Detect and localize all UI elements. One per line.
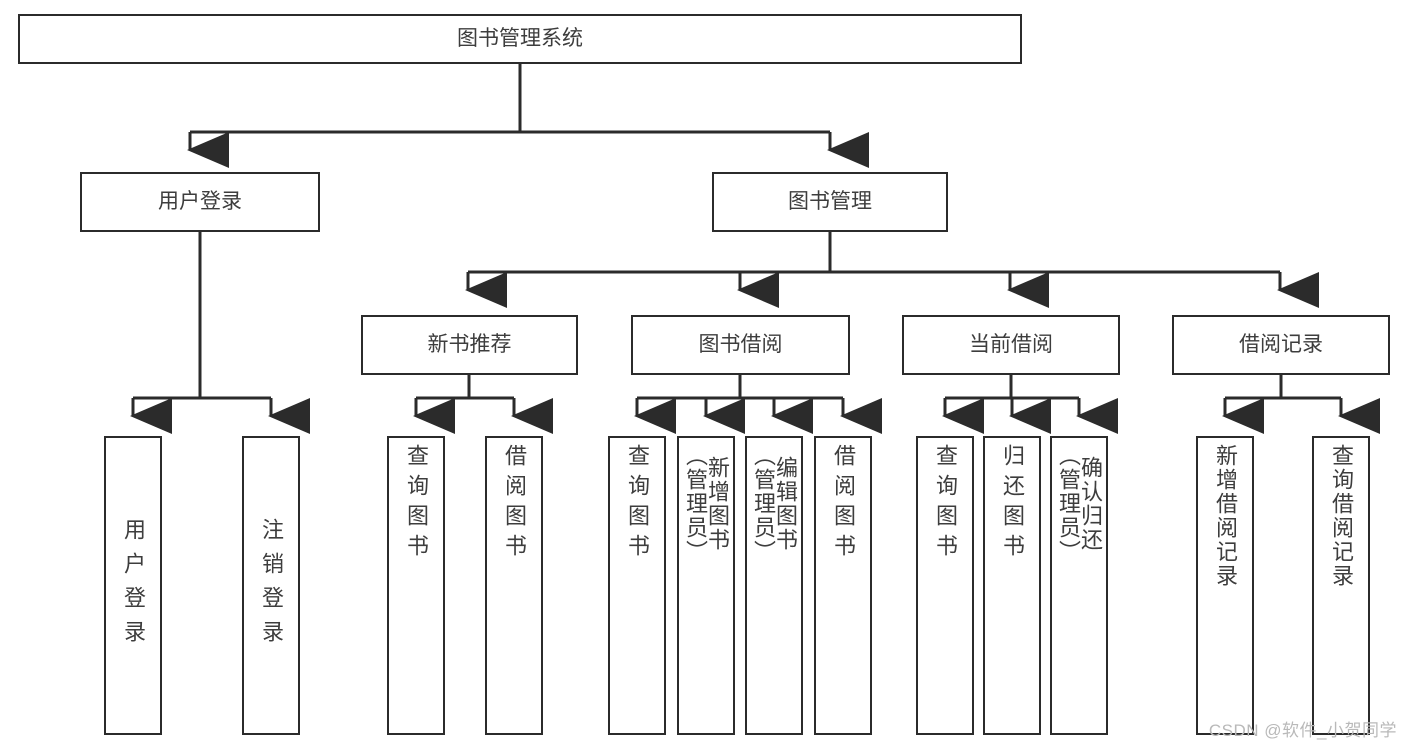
node-leaf-borrow-book-2[interactable]: 借阅图书	[814, 436, 872, 735]
node-borrow-record[interactable]: 借阅记录	[1172, 315, 1390, 375]
node-user-login[interactable]: 用户登录	[80, 172, 320, 232]
node-leaf-query-book-1-label: 查询图书	[404, 444, 429, 564]
node-book-management-label: 图书管理	[788, 189, 872, 213]
node-leaf-borrow-book-1[interactable]: 借阅图书	[485, 436, 543, 735]
node-leaf-query-record[interactable]: 查询借阅记录	[1312, 436, 1370, 735]
node-leaf-user-login-label: 用户登录	[121, 517, 146, 654]
node-leaf-query-record-label: 查询借阅记录	[1329, 444, 1354, 588]
node-leaf-confirm-return[interactable]: 确认归还 （管理员）	[1050, 436, 1108, 735]
node-leaf-query-book-3-label: 查询图书	[933, 444, 958, 564]
node-leaf-logout-label: 注销登录	[259, 517, 284, 654]
node-current-borrow-label: 当前借阅	[969, 332, 1053, 356]
node-leaf-add-record[interactable]: 新增借阅记录	[1196, 436, 1254, 735]
node-leaf-return-book-label: 归还图书	[1000, 444, 1025, 564]
node-root[interactable]: 图书管理系统	[18, 14, 1022, 64]
node-leaf-query-book-2-label: 查询图书	[625, 444, 650, 564]
node-leaf-edit-book-label: 编辑图书 （管理员）	[751, 444, 798, 564]
node-new-book-recommend-label: 新书推荐	[427, 332, 512, 356]
node-leaf-borrow-book-2-label: 借阅图书	[831, 444, 856, 564]
node-leaf-return-book[interactable]: 归还图书	[983, 436, 1041, 735]
node-leaf-add-book-label: 新增图书 （管理员）	[683, 444, 730, 564]
node-leaf-query-book-1[interactable]: 查询图书	[387, 436, 445, 735]
node-borrow-record-label: 借阅记录	[1239, 332, 1323, 356]
node-root-label: 图书管理系统	[457, 26, 583, 50]
node-book-management[interactable]: 图书管理	[712, 172, 948, 232]
node-leaf-query-book-3[interactable]: 查询图书	[916, 436, 974, 735]
node-book-borrow-label: 图书借阅	[698, 332, 783, 356]
node-leaf-confirm-return-label: 确认归还 （管理员）	[1056, 444, 1103, 564]
node-leaf-edit-book[interactable]: 编辑图书 （管理员）	[745, 436, 803, 735]
node-leaf-add-book[interactable]: 新增图书 （管理员）	[677, 436, 735, 735]
node-leaf-query-book-2[interactable]: 查询图书	[608, 436, 666, 735]
node-leaf-logout[interactable]: 注销登录	[242, 436, 300, 735]
node-leaf-add-record-label: 新增借阅记录	[1213, 444, 1238, 588]
node-new-book-recommend[interactable]: 新书推荐	[361, 315, 578, 375]
node-book-borrow[interactable]: 图书借阅	[631, 315, 850, 375]
node-leaf-borrow-book-1-label: 借阅图书	[502, 444, 527, 564]
node-leaf-user-login[interactable]: 用户登录	[104, 436, 162, 735]
node-user-login-label: 用户登录	[158, 189, 242, 213]
csdn-watermark: CSDN @软件_小贺同学	[1208, 721, 1397, 740]
node-current-borrow[interactable]: 当前借阅	[902, 315, 1120, 375]
